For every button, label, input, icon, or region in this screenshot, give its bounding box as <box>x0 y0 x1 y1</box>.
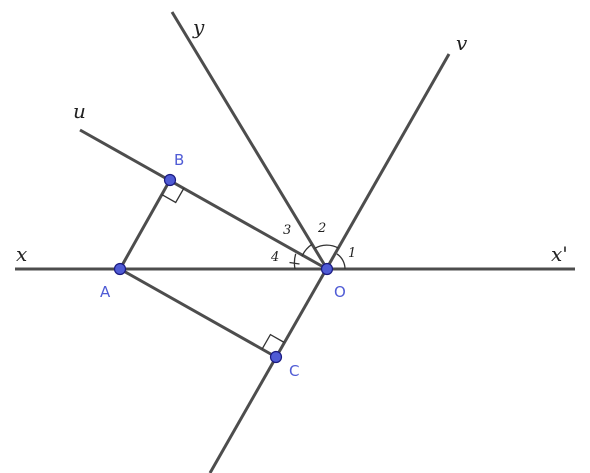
point-O[interactable] <box>320 262 334 276</box>
segment-AC <box>119 267 277 359</box>
line-label-u: u <box>73 99 86 123</box>
line-u <box>79 128 328 271</box>
angle-label-1: 1 <box>348 246 356 261</box>
point-A[interactable] <box>113 262 127 276</box>
line-label-x-prime: x' <box>551 242 568 266</box>
angle-label-2: 2 <box>317 221 326 236</box>
point-label-A: A <box>100 283 111 301</box>
line-label-v: v <box>456 31 468 55</box>
angle-arc-3 <box>301 243 313 257</box>
line-label-x: x <box>16 242 27 266</box>
point-label-C: C <box>289 362 299 380</box>
angle-label-4: 4 <box>270 250 279 265</box>
point-B[interactable] <box>163 173 177 187</box>
angle-label-3: 3 <box>283 223 291 238</box>
angle-arc-1 <box>336 253 346 270</box>
point-label-B: B <box>174 151 184 169</box>
point-label-O: O <box>334 283 346 301</box>
angle-arc-4 <box>293 253 297 270</box>
segment-AB <box>118 179 172 270</box>
right-angle-mark-B <box>161 187 185 204</box>
angle-tick-4 <box>289 261 300 265</box>
point-C[interactable] <box>269 350 283 364</box>
line-label-y: y <box>192 15 205 39</box>
line-y <box>170 11 329 270</box>
right-angle-mark-C <box>261 333 285 350</box>
angle-arc-2 <box>314 244 339 250</box>
